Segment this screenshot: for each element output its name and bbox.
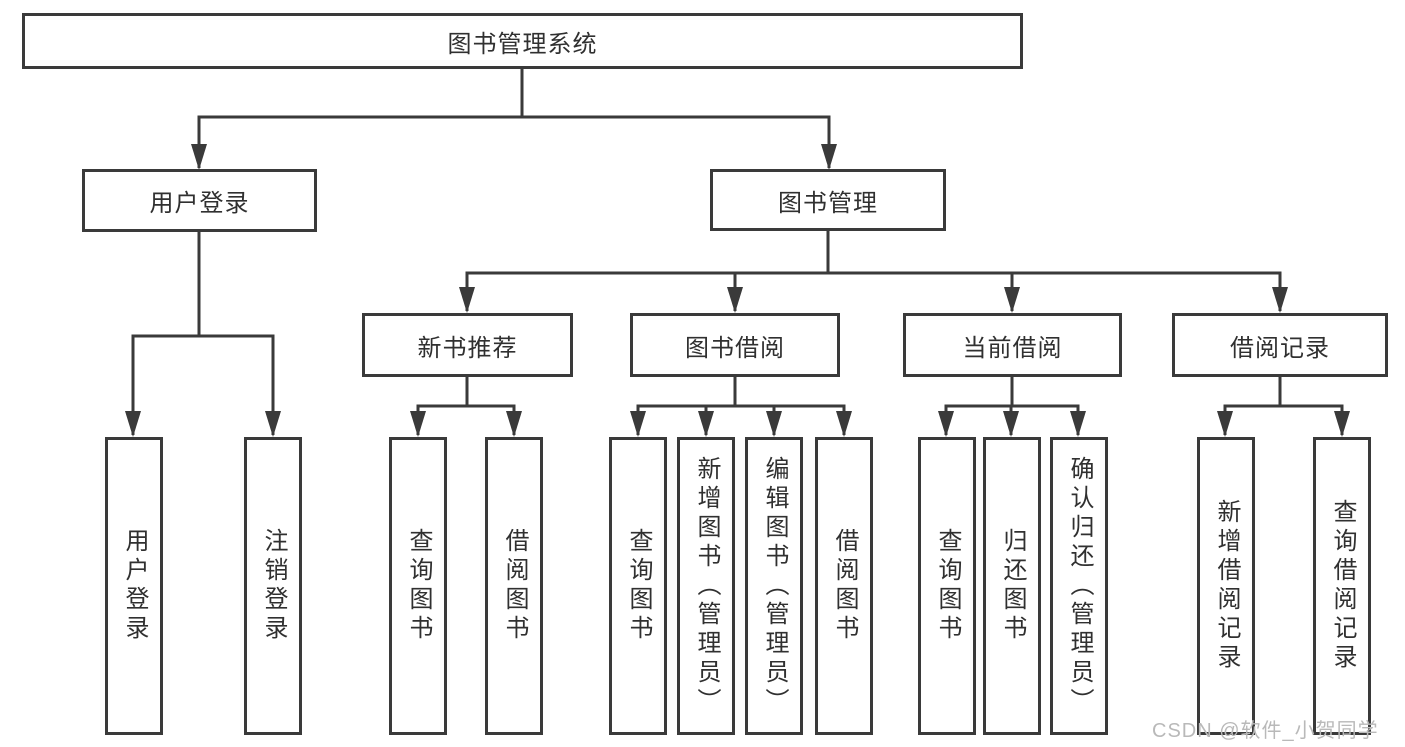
csdn-watermark: CSDN @软件_小贺同学 xyxy=(1152,720,1379,742)
leaf-user-login: 用户登录 xyxy=(105,437,163,735)
node-user-login-label: 用户登录 xyxy=(149,190,250,217)
node-book-borrow-label: 图书借阅 xyxy=(685,334,785,362)
leaf-query-borrow-record: 查询借阅记录 xyxy=(1313,437,1371,735)
leaf-return-book: 归还图书 xyxy=(983,437,1041,735)
leaf-edit-book-admin-label: 编辑图书（管理员） xyxy=(761,455,788,717)
leaf-borrow-book-2-label: 借阅图书 xyxy=(831,528,858,644)
leaf-borrow-book-1: 借阅图书 xyxy=(485,437,543,735)
leaf-query-book-2: 查询图书 xyxy=(609,437,667,735)
leaf-add-borrow-record-label: 新增借阅记录 xyxy=(1213,499,1240,673)
node-borrow-records: 借阅记录 xyxy=(1172,313,1388,377)
leaf-query-book-1-label: 查询图书 xyxy=(405,528,432,644)
leaf-edit-book-admin: 编辑图书（管理员） xyxy=(745,437,803,735)
node-root: 图书管理系统 xyxy=(22,13,1023,69)
node-book-management: 图书管理 xyxy=(710,169,946,231)
node-current-borrow: 当前借阅 xyxy=(903,313,1122,377)
leaf-query-book-1: 查询图书 xyxy=(389,437,447,735)
node-borrow-records-label: 借阅记录 xyxy=(1230,334,1330,362)
leaf-query-book-3-label: 查询图书 xyxy=(934,528,961,644)
node-root-label: 图书管理系统 xyxy=(447,30,598,58)
node-new-book-recommend-label: 新书推荐 xyxy=(417,334,518,362)
leaf-query-book-3: 查询图书 xyxy=(918,437,976,735)
node-book-borrow: 图书借阅 xyxy=(630,313,840,377)
leaf-confirm-return-admin: 确认归还（管理员） xyxy=(1050,437,1108,735)
leaf-add-book-admin: 新增图书（管理员） xyxy=(677,437,735,735)
node-book-management-label: 图书管理 xyxy=(778,189,878,217)
leaf-query-borrow-record-label: 查询借阅记录 xyxy=(1329,499,1356,673)
leaf-logout-label: 注销登录 xyxy=(260,528,287,644)
node-new-book-recommend: 新书推荐 xyxy=(362,313,573,377)
leaf-borrow-book-1-label: 借阅图书 xyxy=(501,528,528,644)
leaf-confirm-return-admin-label: 确认归还（管理员） xyxy=(1066,455,1093,717)
leaf-query-book-2-label: 查询图书 xyxy=(625,528,652,644)
node-current-borrow-label: 当前借阅 xyxy=(962,334,1063,362)
node-user-login: 用户登录 xyxy=(82,169,317,232)
leaf-borrow-book-2: 借阅图书 xyxy=(815,437,873,735)
leaf-add-borrow-record: 新增借阅记录 xyxy=(1197,437,1255,735)
leaf-add-book-admin-label: 新增图书（管理员） xyxy=(693,455,720,717)
leaf-return-book-label: 归还图书 xyxy=(999,528,1026,644)
leaf-logout: 注销登录 xyxy=(244,437,302,735)
arrowhead-icons xyxy=(125,144,1350,437)
leaf-user-login-label: 用户登录 xyxy=(121,528,148,644)
